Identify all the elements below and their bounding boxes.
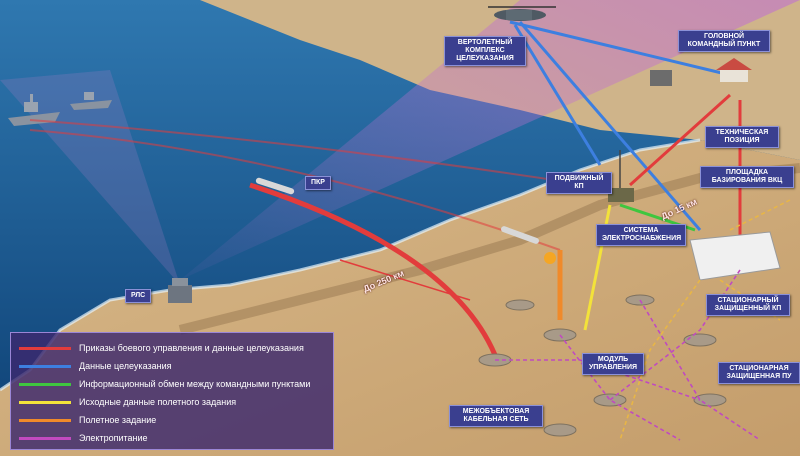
label-pkr: ПКР (305, 176, 331, 190)
label-hq: ГОЛОВНОЙ КОМАНДНЫЙ ПУНКТ (678, 30, 770, 52)
label-vkts: ПЛОЩАДКА БАЗИРОВАНИЯ ВКЦ (700, 166, 794, 188)
legend-row: Информационный обмен между командными пу… (19, 377, 310, 391)
legend-label: Электропитание (79, 433, 148, 443)
legend-row: Данные целеуказания (19, 359, 171, 373)
label-tech: ТЕХНИЧЕСКАЯ ПОЗИЦИЯ (705, 126, 779, 148)
label-cable-net: МЕЖОБЪЕКТОВАЯ КАБЕЛЬНАЯ СЕТЬ (449, 405, 543, 427)
label-rls: РЛС (125, 289, 151, 303)
legend-swatch (19, 365, 71, 368)
legend: Приказы боевого управления и данные целе… (10, 332, 334, 450)
legend-label: Информационный обмен между командными пу… (79, 379, 310, 389)
label-helicopter: ВЕРТОЛЕТНЫЙ КОМПЛЕКС ЦЕЛЕУКАЗАНИЯ (444, 36, 526, 66)
legend-swatch (19, 419, 71, 422)
legend-row: Электропитание (19, 431, 148, 445)
label-control-module: МОДУЛЬ УПРАВЛЕНИЯ (582, 353, 644, 375)
legend-swatch (19, 347, 71, 350)
legend-row: Полетное задание (19, 413, 156, 427)
label-power: СИСТЕМА ЭЛЕКТРОСНАБЖЕНИЯ (596, 224, 686, 246)
legend-row: Исходные данные полетного задания (19, 395, 236, 409)
legend-swatch (19, 383, 71, 386)
legend-label: Приказы боевого управления и данные целе… (79, 343, 304, 353)
label-stationary-kp: СТАЦИОНАРНЫЙ ЗАЩИЩЕННЫЙ КП (706, 294, 790, 316)
legend-label: Данные целеуказания (79, 361, 171, 371)
legend-label: Полетное задание (79, 415, 156, 425)
legend-row: Приказы боевого управления и данные целе… (19, 341, 304, 355)
label-stationary-pu: СТАЦИОНАРНАЯ ЗАЩИЩЕННАЯ ПУ (718, 362, 800, 384)
legend-label: Исходные данные полетного задания (79, 397, 236, 407)
legend-swatch (19, 401, 71, 404)
legend-swatch (19, 437, 71, 440)
label-mobile-kp: ПОДВИЖНЫЙ КП (546, 172, 612, 194)
